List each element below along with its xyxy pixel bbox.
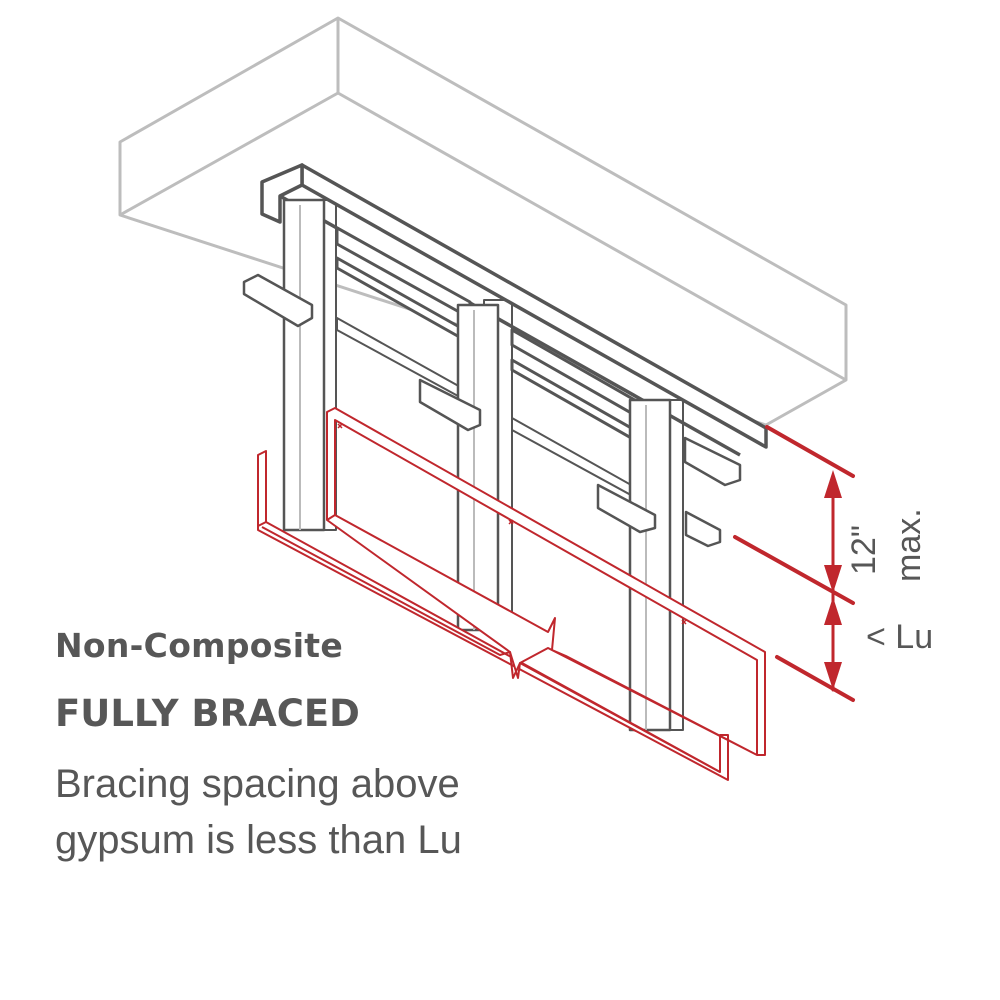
arrow-up-icon [824, 470, 842, 498]
dimension-12-inch: 12" [845, 525, 883, 575]
stud-front-2 [456, 303, 500, 632]
arrow-down-icon [824, 662, 842, 690]
dimension-lines [733, 425, 855, 702]
gypsum-board [257, 407, 766, 781]
gypsum-board-upper [326, 407, 766, 756]
title-non-composite: Non-Composite [55, 626, 344, 665]
arrow-down-icon [824, 565, 842, 593]
dimension-arrows [824, 470, 842, 690]
description-line-2: gypsum is less than Lu [55, 818, 462, 862]
stud-front-1 [282, 198, 326, 532]
dimension-less-than-lu: < Lu [866, 618, 934, 656]
dimension-max: max. [890, 508, 928, 582]
description-line-1: Bracing spacing above [55, 762, 460, 806]
subtitle-fully-braced: FULLY BRACED [55, 692, 360, 735]
stud-front-3 [628, 398, 672, 732]
steel-framing [242, 163, 768, 732]
arrow-up-icon [824, 597, 842, 625]
top-track [300, 163, 768, 449]
concrete-slab [118, 16, 848, 427]
screw-markers [337, 423, 687, 625]
